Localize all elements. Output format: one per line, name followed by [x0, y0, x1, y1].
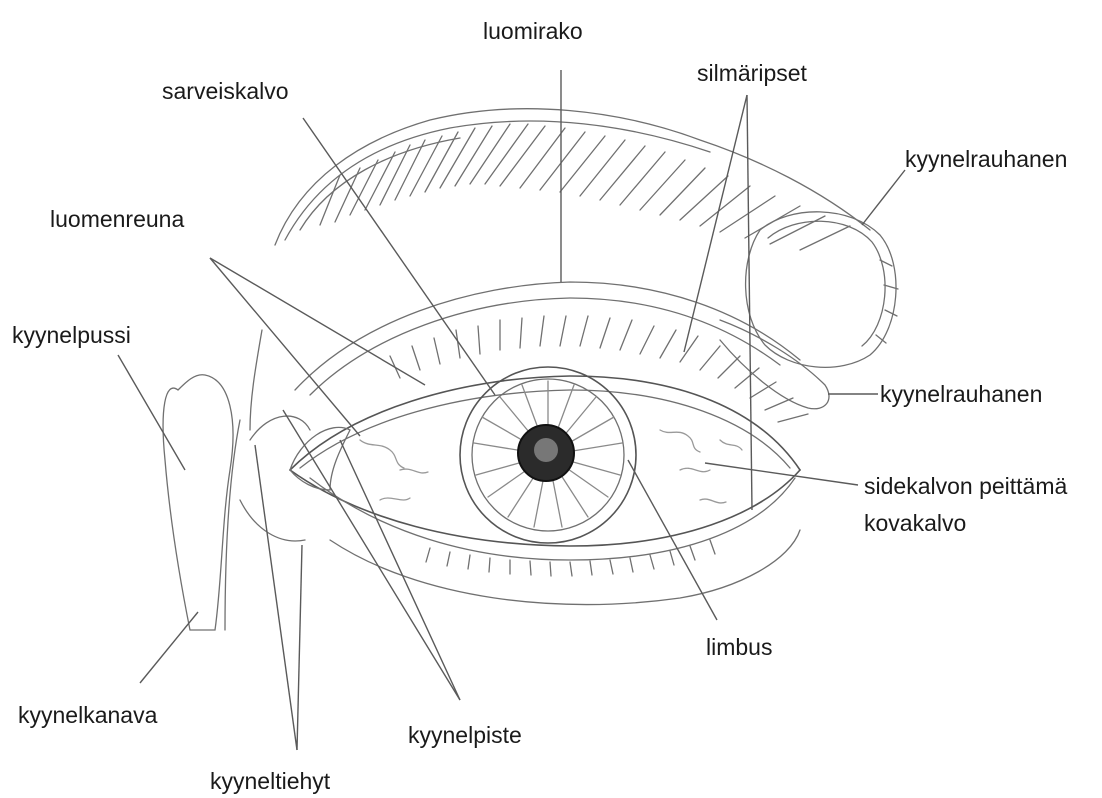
- lower-lid-margin-2: [310, 478, 795, 560]
- label-sidekalvo-line1: sidekalvon peittämä: [864, 473, 1067, 499]
- label-silmaripset: silmäripset: [697, 60, 807, 86]
- eyebrow: [275, 109, 870, 250]
- label-kyynelpiste: kyynelpiste: [408, 722, 522, 748]
- label-kyynelrauhanen-mid: kyynelrauhanen: [880, 381, 1042, 407]
- label-sidekalvo-line2: kovakalvo: [864, 510, 966, 536]
- lacrimal-sac: [163, 375, 233, 630]
- label-kyynelkanava: kyynelkanava: [18, 702, 157, 728]
- lacrimal-gland-upper: [746, 212, 898, 368]
- label-luomirako: luomirako: [483, 18, 583, 44]
- label-kyynelpussi: kyynelpussi: [12, 322, 131, 348]
- label-sarveiskalvo: sarveiskalvo: [162, 78, 289, 104]
- lacrimal-gland-lower: [720, 320, 829, 409]
- upper-lid-fold: [295, 282, 800, 390]
- nose-contour-2: [250, 330, 262, 430]
- upper-eyelashes: [390, 316, 808, 422]
- label-limbus: limbus: [706, 634, 772, 660]
- pupil-highlight: [534, 438, 558, 462]
- upper-lid-fold-inner: [310, 298, 780, 395]
- label-kyyneltiehyt: kyyneltiehyt: [210, 768, 330, 794]
- label-luomenreuna: luomenreuna: [50, 206, 184, 232]
- label-kyynelrauhanen-top: kyynelrauhanen: [905, 146, 1067, 172]
